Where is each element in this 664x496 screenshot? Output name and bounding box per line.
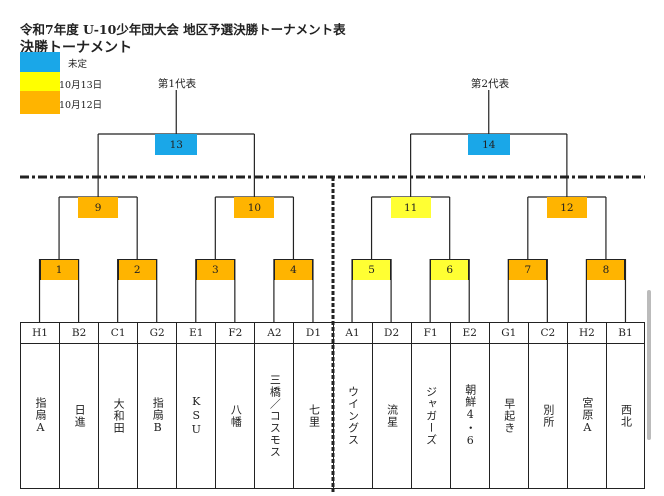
team-name-cell: 八幡 xyxy=(215,343,255,489)
team-code-cell: F1 xyxy=(410,322,450,344)
team-code-cell: B1 xyxy=(605,322,645,344)
team-name: 宮原A xyxy=(580,397,594,435)
team-code-cell: E2 xyxy=(449,322,489,344)
team-name-cell: 朝鮮4・6 xyxy=(449,343,489,489)
match-10-box[interactable]: 10 xyxy=(234,197,275,218)
team-code-cell: A1 xyxy=(332,322,372,344)
team-name-cell: 大和田 xyxy=(98,343,138,489)
match-14-box[interactable]: 14 xyxy=(467,134,510,155)
team-name: 七里 xyxy=(307,404,321,428)
team-name: 三橋／コスモス xyxy=(268,374,282,458)
team-name-cell: 早起き xyxy=(488,343,528,489)
legend-swatch-undecided xyxy=(20,52,60,72)
match-9-box[interactable]: 9 xyxy=(78,197,119,218)
team-name: 指扇A xyxy=(34,397,48,435)
team-name: 西北 xyxy=(619,404,633,428)
team-name-cell: KSU xyxy=(176,343,216,489)
team-name-cell: ウイングス xyxy=(332,343,372,489)
match-13-box[interactable]: 13 xyxy=(155,134,198,155)
team-code-cell: F2 xyxy=(215,322,255,344)
match-11-box[interactable]: 11 xyxy=(390,197,431,218)
team-name-cell: 流星 xyxy=(371,343,411,489)
first-representative-label: 第1代表 xyxy=(157,78,197,90)
team-name: 早起き xyxy=(502,398,516,434)
team-name-cell: 三橋／コスモス xyxy=(254,343,294,489)
team-name: 朝鮮4・6 xyxy=(463,384,477,448)
team-name: 別所 xyxy=(541,404,555,428)
team-name: 大和田 xyxy=(112,398,126,434)
match-8-box[interactable]: 8 xyxy=(586,259,626,280)
team-code-cell: D2 xyxy=(371,322,411,344)
match-12-box[interactable]: 12 xyxy=(546,197,587,218)
team-name-cell: 日進 xyxy=(59,343,99,489)
team-code-cell: C1 xyxy=(98,322,138,344)
legend-label-undecided: 未定 xyxy=(68,59,88,70)
team-code-cell: C2 xyxy=(527,322,567,344)
team-code-cell: G2 xyxy=(137,322,177,344)
match-5-box[interactable]: 5 xyxy=(352,259,392,280)
match-2-box[interactable]: 2 xyxy=(117,259,157,280)
match-7-box[interactable]: 7 xyxy=(508,259,548,280)
team-name: 指扇B xyxy=(151,397,165,435)
team-name: ジャガーズ xyxy=(424,386,438,446)
team-code-cell: D1 xyxy=(293,322,333,344)
match-3-box[interactable]: 3 xyxy=(195,259,235,280)
second-representative-label: 第2代表 xyxy=(470,78,510,90)
team-name-cell: 宮原A xyxy=(566,343,606,489)
team-name-cell: 七里 xyxy=(293,343,333,489)
team-name-cell: 別所 xyxy=(527,343,567,489)
team-code-cell: A2 xyxy=(254,322,294,344)
page-title: 令和7年度 U-10少年団大会 地区予選決勝トーナメント表 xyxy=(20,22,346,37)
team-code-cell: B2 xyxy=(59,322,99,344)
scrollbar[interactable] xyxy=(647,290,651,440)
team-code-cell: H1 xyxy=(20,322,60,344)
team-name-cell: 指扇B xyxy=(137,343,177,489)
match-4-box[interactable]: 4 xyxy=(273,259,313,280)
team-name-cell: 指扇A xyxy=(20,343,60,489)
team-name: 八幡 xyxy=(229,404,243,428)
team-name: KSU xyxy=(189,395,203,437)
team-name-cell: 西北 xyxy=(605,343,645,489)
team-name: 日進 xyxy=(73,404,87,428)
team-name: ウイングス xyxy=(346,386,360,446)
team-name-cell: ジャガーズ xyxy=(410,343,450,489)
legend-label-oct13: 10月13日 xyxy=(59,80,103,91)
match-1-box[interactable]: 1 xyxy=(39,259,79,280)
team-code-cell: H2 xyxy=(566,322,606,344)
match-6-box[interactable]: 6 xyxy=(430,259,470,280)
legend-label-oct12: 10月12日 xyxy=(59,100,103,111)
legend-swatch-oct12 xyxy=(20,91,60,114)
legend-swatch-oct13 xyxy=(20,72,60,91)
team-code-cell: E1 xyxy=(176,322,216,344)
team-code-cell: G1 xyxy=(488,322,528,344)
team-name: 流星 xyxy=(385,404,399,428)
